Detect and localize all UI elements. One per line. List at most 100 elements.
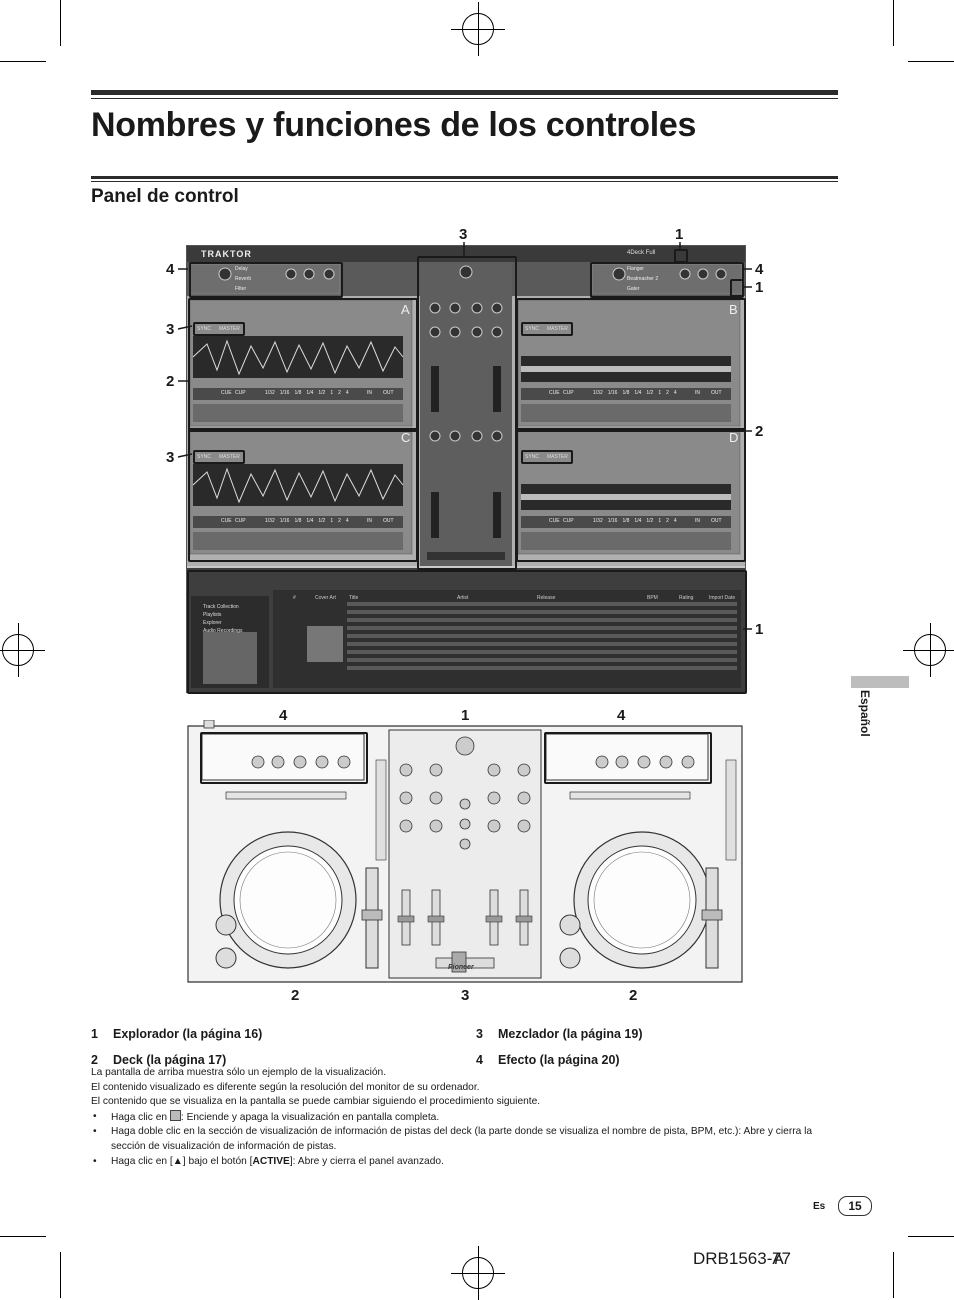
loop-size[interactable]: 1/2: [646, 518, 654, 524]
loop-size[interactable]: 1: [658, 518, 662, 524]
loop-size[interactable]: 1/4: [306, 518, 314, 524]
loop-size[interactable]: 2: [666, 390, 669, 396]
loop-size[interactable]: 1/8: [294, 390, 302, 396]
highlight-deck-d: [516, 428, 746, 562]
deck-letter-d: D: [729, 430, 739, 445]
fx-left-2[interactable]: Reverb: [235, 276, 252, 282]
loop-size[interactable]: 2: [666, 518, 669, 524]
ctrl-callout-mixer: 3: [461, 987, 470, 1004]
loop-size[interactable]: 1/8: [622, 390, 630, 396]
loop-size[interactable]: 1/16: [279, 390, 290, 396]
loop-size[interactable]: 2: [338, 390, 341, 396]
loop-size[interactable]: 1/8: [294, 518, 302, 524]
sync-button-a[interactable]: SYNC: [197, 326, 211, 332]
deck-letter-a: A: [401, 302, 410, 317]
loop-size[interactable]: 1: [658, 390, 662, 396]
loop-size[interactable]: 1/32: [593, 518, 603, 524]
loop-size-row-c: 1/32 1/16 1/8 1/4 1/2 1 2 4: [265, 518, 349, 524]
loop-size-row-b: 1/32 1/16 1/8 1/4 1/2 1 2 4: [593, 390, 677, 396]
col-number[interactable]: #: [293, 595, 296, 601]
fx-left-1[interactable]: Delay: [235, 266, 248, 272]
loop-size[interactable]: 1/4: [634, 390, 642, 396]
loop-size[interactable]: 1/2: [646, 390, 654, 396]
registration-mark: [451, 2, 505, 56]
callout-deck-left: 2: [166, 373, 175, 390]
software-screenshot: TRAKTOR 4Deck Full Delay Reverb Filter F…: [186, 245, 747, 694]
cup-button-c[interactable]: CUP: [235, 518, 246, 524]
loop-size[interactable]: 1/16: [607, 390, 618, 396]
loop-size[interactable]: 1/4: [306, 390, 314, 396]
cue-button-c[interactable]: CUE: [221, 518, 232, 524]
highlight-sync-d: [521, 450, 573, 464]
callout-sync-a: 3: [166, 321, 175, 338]
legend-text: Efecto (la página 20): [498, 1053, 620, 1067]
fx-right-2[interactable]: Beatmasher 2: [627, 276, 659, 282]
cup-button-a[interactable]: CUP: [235, 390, 246, 396]
highlight-deck-c: [188, 428, 418, 562]
note-text: Haga clic en: [111, 1111, 168, 1123]
in-button-d[interactable]: IN: [695, 518, 700, 524]
out-button-c[interactable]: OUT: [383, 518, 394, 524]
loop-size[interactable]: 1/16: [607, 518, 618, 524]
loop-size[interactable]: 4: [345, 518, 349, 524]
loop-size[interactable]: 4: [673, 518, 677, 524]
cup-button-b[interactable]: CUP: [563, 390, 574, 396]
col-cover-art[interactable]: Cover Art: [315, 595, 336, 601]
fx-right-3[interactable]: Gater: [627, 286, 640, 292]
loop-size[interactable]: 1: [330, 390, 334, 396]
in-button-c[interactable]: IN: [367, 518, 372, 524]
loop-size[interactable]: 1/2: [318, 390, 326, 396]
sync-button-c[interactable]: SYNC: [197, 454, 211, 460]
col-rating[interactable]: Rating: [679, 595, 694, 601]
loop-size[interactable]: 1/8: [622, 518, 630, 524]
loop-size[interactable]: 1/4: [634, 518, 642, 524]
legend-text: Explorador (la página 16): [113, 1027, 263, 1041]
loop-size[interactable]: 1/32: [265, 390, 275, 396]
tree-item-track-collection[interactable]: Track Collection: [203, 604, 239, 610]
in-button-b[interactable]: IN: [695, 390, 700, 396]
cue-button-b[interactable]: CUE: [549, 390, 560, 396]
loop-size[interactable]: 1: [330, 518, 334, 524]
col-artist[interactable]: Artist: [457, 595, 469, 601]
master-button-a[interactable]: MASTER: [219, 326, 240, 332]
highlight-fx-left: [189, 262, 343, 298]
tree-item-explorer[interactable]: Explorer: [203, 620, 222, 626]
fx-right-1[interactable]: Flanger: [627, 266, 644, 272]
footer-lang: Es: [813, 1201, 826, 1212]
sync-button-b[interactable]: SYNC: [525, 326, 539, 332]
out-button-b[interactable]: OUT: [711, 390, 722, 396]
col-title[interactable]: Title: [349, 595, 359, 601]
in-button-a[interactable]: IN: [367, 390, 372, 396]
tree-item-playlists[interactable]: Playlists: [203, 612, 222, 618]
cup-button-d[interactable]: CUP: [563, 518, 574, 524]
sync-button-d[interactable]: SYNC: [525, 454, 539, 460]
loop-size[interactable]: 4: [345, 390, 349, 396]
master-button-d[interactable]: MASTER: [547, 454, 568, 460]
note-text: Haga clic en [▲] bajo el botón [: [111, 1155, 253, 1167]
callout-fx-right: 4: [755, 261, 764, 278]
note-bold: ACTIVE: [252, 1155, 290, 1167]
col-release[interactable]: Release: [537, 595, 556, 601]
loop-size[interactable]: 2: [338, 518, 341, 524]
out-button-a[interactable]: OUT: [383, 390, 394, 396]
cue-button-d[interactable]: CUE: [549, 518, 560, 524]
loop-size[interactable]: 1/32: [265, 518, 275, 524]
master-button-c[interactable]: MASTER: [219, 454, 240, 460]
loop-size[interactable]: 1/32: [593, 390, 603, 396]
col-bpm[interactable]: BPM: [647, 595, 658, 601]
loop-size[interactable]: 1/16: [279, 518, 290, 524]
out-button-d[interactable]: OUT: [711, 518, 722, 524]
highlight-fullscreen: [674, 249, 688, 263]
loop-size[interactable]: 1/2: [318, 518, 326, 524]
cue-button-a[interactable]: CUE: [221, 390, 232, 396]
fx-left-3[interactable]: Filter: [235, 286, 247, 292]
callout-fx-left: 4: [166, 261, 175, 278]
master-button-b[interactable]: MASTER: [547, 326, 568, 332]
col-import-date[interactable]: Import Date: [709, 595, 736, 601]
title-rule-thin: [91, 98, 838, 99]
loop-size[interactable]: 4: [673, 390, 677, 396]
layout-select[interactable]: 4Deck Full: [627, 250, 656, 256]
crop-mark: [60, 0, 61, 46]
tree-item-audio-recordings[interactable]: Audio Recordings: [203, 628, 243, 634]
